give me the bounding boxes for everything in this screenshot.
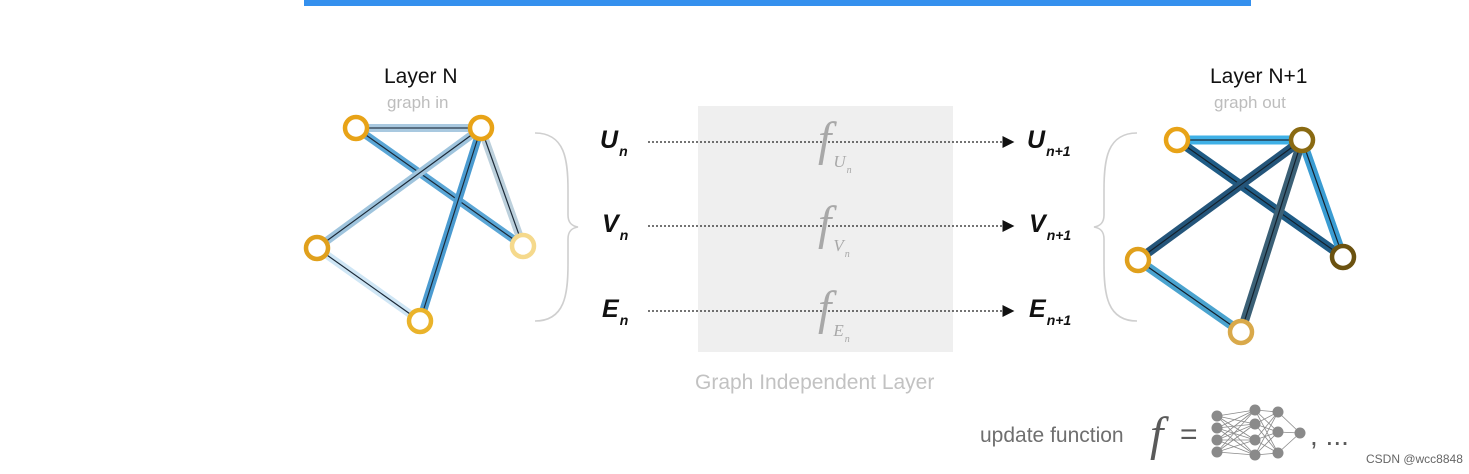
output-var-e: En+1 (1029, 295, 1072, 328)
graph-node (509, 232, 537, 260)
left-panel-title: Layer N (384, 65, 458, 88)
input-var-v: Vn (602, 210, 629, 243)
output-var-v: Vn+1 (1029, 210, 1072, 243)
graph-node (467, 114, 495, 142)
graph-node (406, 307, 434, 335)
input-graph (303, 114, 537, 335)
update-function-symbol: f (1150, 408, 1164, 461)
input-var-u: Un (600, 126, 628, 159)
graph-node (1329, 243, 1357, 271)
graph-node (342, 114, 370, 142)
equals-sign: = (1180, 418, 1198, 451)
input-var-e: En (602, 295, 629, 328)
output-graph (1124, 126, 1357, 346)
left-panel-subtitle: graph in (387, 93, 449, 112)
graph-node (1288, 126, 1316, 154)
graph-node (1163, 126, 1191, 154)
neural-network-icon (1211, 404, 1306, 461)
graph-node (303, 234, 331, 262)
graph-node (1124, 246, 1152, 274)
watermark-credit: CSDN @wcc8848 (1366, 452, 1463, 466)
top-accent-bar (304, 0, 1251, 6)
graph-node (1227, 318, 1255, 346)
right-panel-title: Layer N+1 (1210, 65, 1308, 88)
update-function-label: update function (980, 424, 1124, 447)
ellipsis: , ... (1310, 420, 1349, 451)
graph-independent-layer-label: Graph Independent Layer (695, 371, 935, 394)
right-brace (1093, 132, 1138, 322)
right-panel-subtitle: graph out (1214, 93, 1286, 112)
left-brace (534, 132, 579, 322)
output-var-u: Un+1 (1027, 126, 1071, 159)
